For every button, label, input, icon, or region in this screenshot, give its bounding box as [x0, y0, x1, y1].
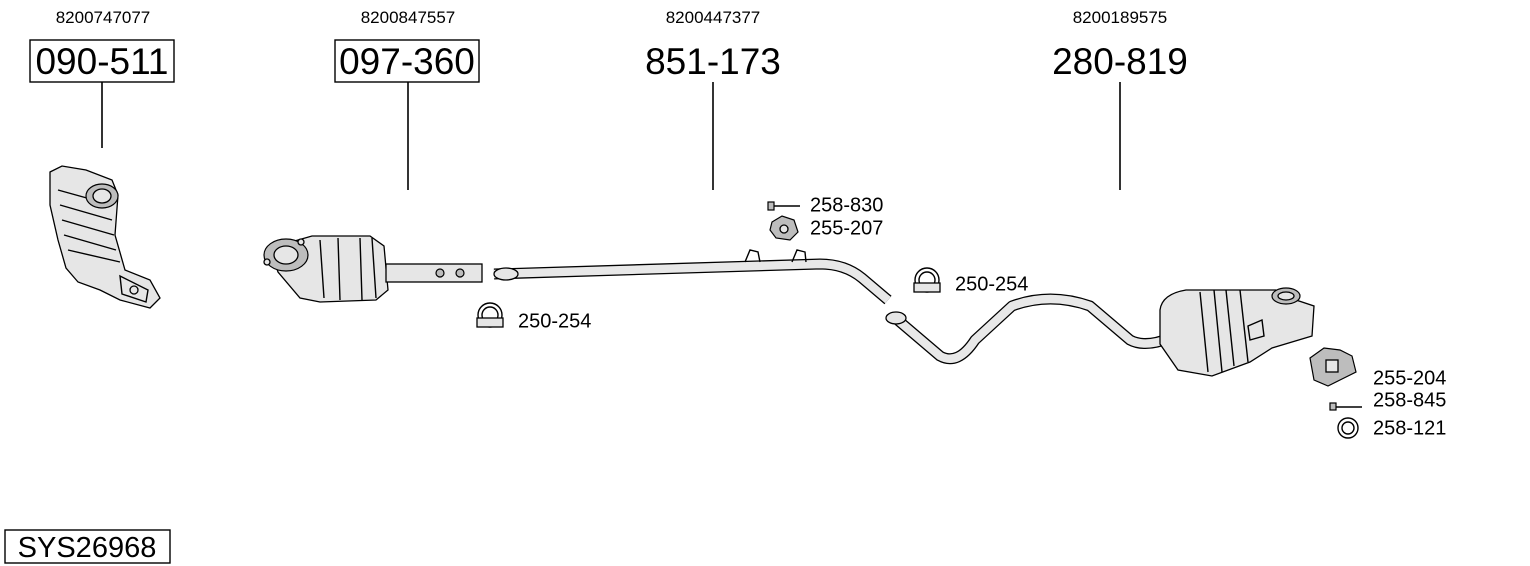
bracket-icon: [1309, 347, 1357, 387]
accessory-250-254-right: 250-254: [913, 267, 1028, 295]
system-id-box: [4, 529, 171, 564]
oem-number: 8200747077: [56, 8, 151, 27]
accessory-255-207: 255-207: [769, 215, 883, 241]
accessory-258-121: 258-121: [1337, 417, 1446, 439]
part-group-090-511: 8200747077 090-511: [29, 8, 175, 309]
oem-number: 8200847557: [361, 8, 456, 27]
part-group-851-173: 8200447377 851-173: [493, 8, 892, 305]
accessory-258-830: 258-830: [767, 194, 883, 216]
ring-gasket-icon: [1337, 417, 1359, 439]
accessory-250-254-left: 250-254: [476, 302, 591, 332]
system-id: SYS26968: [18, 532, 157, 564]
oem-number: 8200447377: [666, 8, 761, 27]
system-id-group: SYS26968: [4, 529, 171, 564]
part-number-box: [334, 39, 480, 83]
accessory-part-number[interactable]: 255-207: [810, 217, 883, 239]
middle-pipe-icon: [493, 249, 892, 305]
accessory-part-number[interactable]: 258-845: [1373, 389, 1446, 411]
rear-silencer-icon: [885, 287, 1315, 377]
particulate-filter-icon: [263, 235, 483, 303]
part-group-097-360: 8200847557 097-360: [263, 8, 483, 303]
rubber-mount-icon: [769, 215, 799, 241]
part-number[interactable]: 097-360: [339, 41, 475, 82]
accessory-part-number[interactable]: 250-254: [955, 273, 1028, 295]
bolt-icon: [1329, 402, 1362, 411]
part-number[interactable]: 090-511: [35, 41, 168, 82]
accessory-part-number[interactable]: 255-204: [1373, 367, 1446, 389]
accessory-part-number[interactable]: 250-254: [518, 310, 591, 332]
accessory-part-number[interactable]: 258-830: [810, 194, 883, 216]
accessory-258-845: 258-845: [1329, 389, 1446, 411]
oem-number: 8200189575: [1073, 8, 1168, 27]
accessory-part-number[interactable]: 258-121: [1373, 417, 1446, 439]
part-number[interactable]: 851-173: [645, 41, 781, 82]
catalytic-converter-icon: [49, 165, 161, 309]
part-number[interactable]: 280-819: [1052, 41, 1188, 82]
bolt-icon: [767, 201, 800, 211]
clamp-icon: [476, 302, 504, 328]
part-group-280-819: 8200189575 280-819: [885, 8, 1315, 377]
accessory-255-204: 255-204: [1309, 347, 1446, 389]
clamp-icon: [913, 267, 941, 293]
